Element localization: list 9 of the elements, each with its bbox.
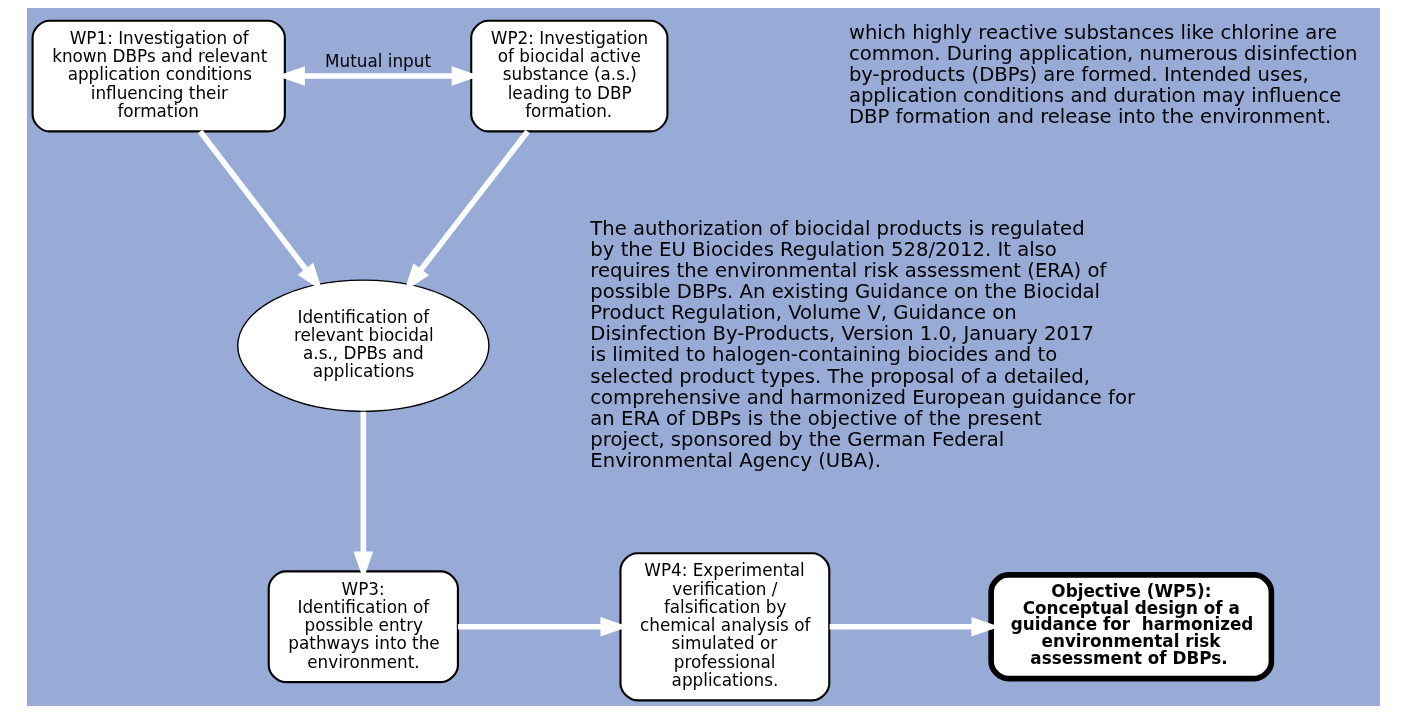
node-box: WP2: Investigation of biocidal active substance (a.s.) leading to DBP formation. bbox=[469, 19, 668, 133]
label: The authorization of biocidal products is regulated by the EU Biocides Regulation 528/2012. It also requires the environmental risk assessment (ERA) of possible DBPs. An existing Guidance on the Biocidal Product Regulation, Volume V, Guidance on Disinfection By-Products, Version 1.0, January 2017 is limited to halogen-containing biocides and to selected product types. The proposal of a detailed, comprehensive and harmonized European guidance for an ERA of DBPs is the objective of the present project, sponsored by the German Federal Environmental Agency (UBA). bbox=[589, 217, 1135, 472]
node-box: WP3: Identification of possible entry pathways into the environment. bbox=[267, 570, 459, 684]
node-box: WP1: Investigation of known DBPs and relevant application conditions influencing their formation bbox=[31, 19, 286, 133]
node-box: Objective (WP5): Conceptual design of a guidance for harmonized environmental risk assessment of DBPs. bbox=[987, 572, 1274, 682]
edge-label: Mutual input bbox=[324, 51, 431, 72]
node-ellipse: Identification of relevant biocidal a.s., DPBs and applications bbox=[236, 279, 490, 413]
label: which highly reactive substances like chlorine are common. During application, numerous disinfection by-products (DBPs) are formed. Intended uses, application conditions and duration may influence DBP formation and release into the environment. bbox=[848, 21, 1357, 129]
node-box: WP4: Experimental verification / falsification by chemical analysis of simulated or professional applications. bbox=[618, 552, 830, 702]
